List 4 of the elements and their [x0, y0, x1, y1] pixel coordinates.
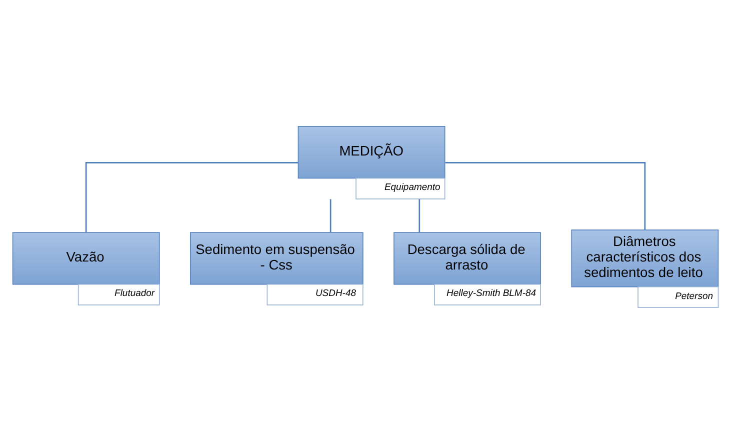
connector — [418, 198, 420, 232]
connector — [445, 161, 646, 230]
connector — [85, 161, 298, 232]
connector — [330, 198, 332, 232]
